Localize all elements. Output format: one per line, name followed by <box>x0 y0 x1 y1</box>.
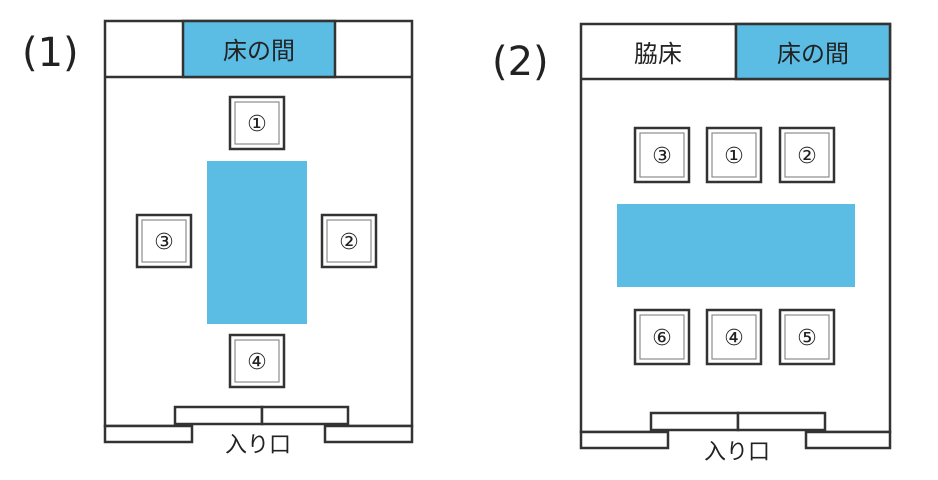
layout1-seat-3-label: ③ <box>154 230 174 255</box>
layout2-entrance: 入り口 <box>579 411 892 465</box>
layout1-seat-2: ② <box>320 213 378 269</box>
layout2-seat-1-label: ① <box>724 144 744 169</box>
layout2-seat-4-label: ④ <box>724 326 744 351</box>
layout2-seat-5-label: ⑤ <box>797 326 817 351</box>
layout2-tokonoma <box>734 22 892 81</box>
layout1-seat-1: ① <box>228 95 286 151</box>
layout2-seat-4: ④ <box>705 308 763 366</box>
layout2-seat-6: ⑥ <box>633 308 691 366</box>
layout1-tokonoma-label: 床の間 <box>223 37 295 65</box>
layout1-seat-4-label: ④ <box>247 350 267 375</box>
layout2-seat-2: ② <box>778 126 836 184</box>
layout1-seat-2-label: ② <box>339 230 359 255</box>
layout2-seat-3-label: ③ <box>652 144 672 169</box>
layout2-wakidoko-label: 脇床 <box>634 40 682 68</box>
layout2-seat-5: ⑤ <box>778 308 836 366</box>
layout2-table <box>617 204 855 287</box>
layout1-number: (1) <box>22 30 79 76</box>
layout2-seat-3: ③ <box>633 126 691 184</box>
layout1-tokonoma <box>181 19 337 79</box>
layout1-seat-3: ③ <box>135 213 193 269</box>
layout2-seat-1: ① <box>705 126 763 184</box>
layout2-seat-2-label: ② <box>797 144 817 169</box>
layout2-seat-6-label: ⑥ <box>652 326 672 351</box>
layout2-number: (2) <box>492 39 549 85</box>
layout1-entrance: 入り口 <box>103 405 414 458</box>
layout2-tokonoma-label: 床の間 <box>777 40 849 68</box>
layout1-entrance-label: 入り口 <box>225 433 291 458</box>
layout1-seat-4: ④ <box>228 333 286 389</box>
layout1-seat-1-label: ① <box>247 112 267 137</box>
layout2-entrance-label: 入り口 <box>704 440 770 465</box>
layout1-table <box>207 161 307 324</box>
